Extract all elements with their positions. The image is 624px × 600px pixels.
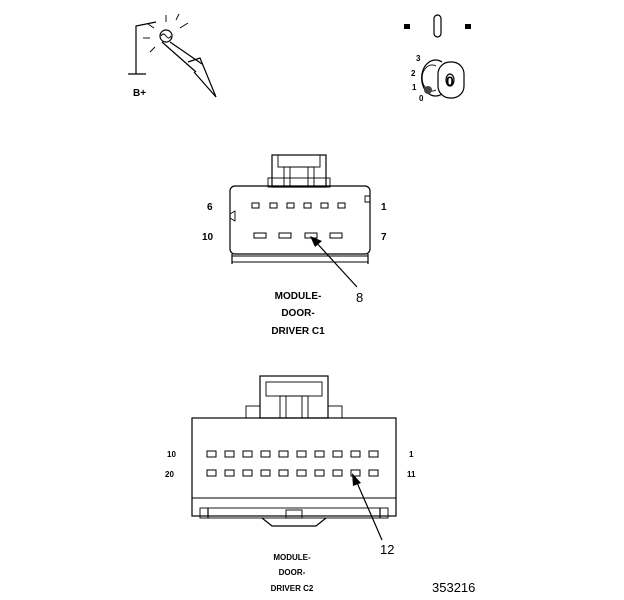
c1-callout-arrow [310, 236, 358, 288]
c1-top-right-pin-label: 1 [381, 202, 387, 213]
figure-id: 353216 [432, 580, 475, 595]
c1-bottom-left-pin-label: 10 [202, 232, 214, 243]
c2-callout-label: 12 [380, 542, 394, 557]
ignition-switch-icon [404, 14, 471, 99]
connector-c2-body [191, 375, 397, 527]
connector-c2-pins [206, 450, 379, 477]
key-label: 0 [446, 73, 454, 89]
c2-top-left-pin-label: 10 [167, 450, 176, 459]
battery-label: B+ [133, 88, 146, 99]
c2-name-line-2: DOOR- [279, 568, 306, 577]
ignition-position-1: 1 [412, 83, 417, 92]
connector-c1-pins [251, 202, 346, 239]
c1-callout-label: 8 [356, 290, 363, 305]
c2-name-line-1: MODULE- [273, 553, 311, 562]
ignition-position-3: 3 [416, 54, 421, 63]
test-light-icon [128, 13, 217, 98]
ignition-position-2: 2 [411, 69, 416, 78]
c1-top-left-pin-label: 6 [207, 202, 213, 213]
c2-top-right-pin-label: 1 [409, 450, 414, 459]
connector-c1-body [229, 154, 371, 264]
c2-name-line-3: DRIVER C2 [271, 584, 314, 593]
c2-bottom-right-pin-label: 11 [407, 470, 416, 479]
c1-bottom-right-pin-label: 7 [381, 232, 387, 243]
c1-name-line-2: DOOR- [281, 308, 314, 319]
c1-name-line-1: MODULE- [275, 291, 322, 302]
ignition-position-0: 0 [419, 94, 424, 103]
c2-callout-arrow [352, 473, 383, 541]
c2-bottom-left-pin-label: 20 [165, 470, 174, 479]
c1-name-line-3: DRIVER C1 [271, 326, 325, 337]
